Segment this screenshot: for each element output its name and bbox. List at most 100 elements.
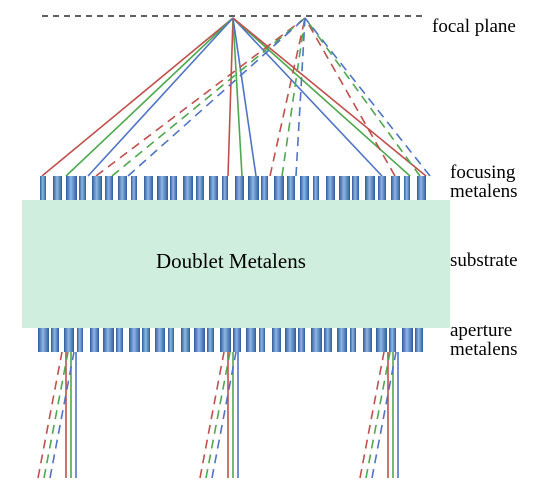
aperture-label-line1: aperture (450, 320, 513, 341)
ray-blue-dashed (295, 17, 306, 177)
aperture-pillar (363, 328, 372, 352)
aperture-pillar (337, 328, 347, 352)
focusing-pillar (196, 176, 204, 200)
input-ray-blue-dashed (371, 351, 397, 479)
focusing-rays (41, 17, 431, 177)
aperture-pillar (142, 328, 150, 352)
focusing-pillar (287, 176, 295, 200)
focusing-pillar (261, 176, 268, 200)
aperture-pillar (207, 328, 214, 352)
input-ray-blue-dashed (211, 351, 237, 479)
input-ray-green-dashed (365, 351, 391, 479)
focusing-pillar (313, 176, 319, 200)
input-ray-red-dashed (37, 351, 63, 479)
focusing-label-line2: metalens (450, 181, 518, 202)
focusing-pillar (183, 176, 193, 200)
focusing-pillar (157, 176, 168, 200)
aperture-pillar (246, 328, 256, 352)
focusing-pillar (118, 176, 127, 200)
focusing-metalens-pillars (40, 176, 426, 200)
ray-blue (87, 17, 234, 177)
focusing-pillar (326, 176, 335, 200)
focusing-pillar (53, 176, 62, 200)
doublet-metalens-title: Doublet Metalens (156, 249, 306, 273)
ray-red (232, 17, 427, 177)
aperture-pillar (168, 328, 174, 352)
ray-red-dashed (95, 17, 306, 177)
ray-blue-dashed (127, 17, 306, 177)
aperture-pillar (298, 328, 305, 352)
ray-blue-dashed (304, 17, 431, 177)
aperture-pillar (311, 328, 322, 352)
ray-red-dashed (304, 17, 396, 177)
ray-blue (232, 17, 383, 177)
ray-green (65, 17, 234, 177)
focusing-pillar (209, 176, 218, 200)
aperture-pillar (389, 328, 396, 352)
aperture-pillar (90, 328, 99, 352)
focusing-label-line1: focusing (450, 162, 516, 183)
focusing-pillar (404, 176, 410, 200)
input-ray-green-dashed (43, 351, 69, 479)
aperture-pillar (415, 328, 423, 352)
focusing-pillar (352, 176, 359, 200)
input-ray-green-dashed (205, 351, 231, 479)
focusing-pillar (248, 176, 259, 200)
aperture-pillar (259, 328, 265, 352)
focusing-pillar (365, 176, 375, 200)
ray-green-dashed (111, 17, 306, 177)
focusing-pillar (66, 176, 77, 200)
aperture-pillar (272, 328, 281, 352)
substrate-label: substrate (450, 250, 518, 271)
focusing-pillar (105, 176, 113, 200)
aperture-pillar (324, 328, 332, 352)
aperture-label-line2: metalens (450, 339, 518, 360)
input-ray-red-dashed (359, 351, 385, 479)
focusing-pillar (378, 176, 386, 200)
aperture-pillar (103, 328, 114, 352)
focusing-pillar (339, 176, 350, 200)
aperture-pillar (116, 328, 123, 352)
focusing-pillar (274, 176, 284, 200)
focusing-pillar (131, 176, 137, 200)
focusing-pillar (79, 176, 86, 200)
aperture-pillar (285, 328, 296, 352)
focusing-pillar (40, 176, 46, 200)
input-ray-red-dashed (199, 351, 225, 479)
aperture-pillar (376, 328, 387, 352)
focusing-pillar (170, 176, 177, 200)
focusing-pillar (417, 176, 426, 200)
ray-red (227, 17, 234, 177)
aperture-pillar (64, 328, 74, 352)
ray-green-dashed (281, 17, 306, 177)
aperture-pillar (194, 328, 205, 352)
aperture-pillar (350, 328, 356, 352)
focal-plane-label: focal plane (432, 16, 516, 37)
ray-green (232, 17, 243, 177)
ray-blue (232, 17, 257, 177)
aperture-pillar (155, 328, 165, 352)
aperture-pillar (38, 328, 49, 352)
aperture-pillar (77, 328, 83, 352)
ray-red-dashed (269, 17, 306, 177)
ray-green-dashed (304, 17, 421, 177)
focusing-pillar (92, 176, 102, 200)
aperture-pillar (129, 328, 140, 352)
aperture-pillar (51, 328, 59, 352)
input-rays (37, 351, 399, 479)
aperture-pillar (233, 328, 241, 352)
focusing-pillar (235, 176, 244, 200)
input-ray-blue-dashed (49, 351, 75, 479)
focusing-pillar (144, 176, 153, 200)
substrate-block (22, 200, 450, 328)
ray-red (41, 17, 234, 177)
focusing-pillar (391, 176, 400, 200)
aperture-pillar (402, 328, 413, 352)
aperture-metalens-pillars (38, 328, 423, 352)
aperture-pillar (181, 328, 190, 352)
aperture-pillar (220, 328, 231, 352)
focusing-pillar (222, 176, 228, 200)
focusing-pillar (300, 176, 309, 200)
